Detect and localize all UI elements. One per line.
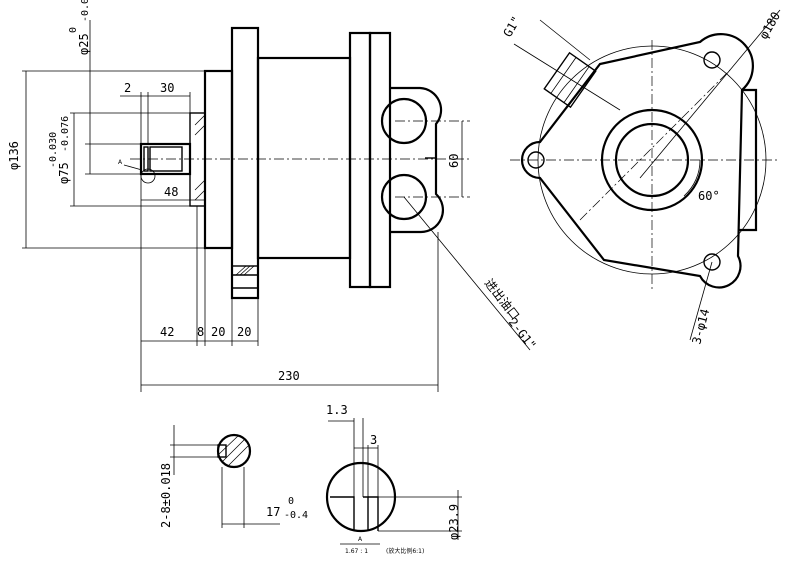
flange-thread: G1" [500,14,523,40]
section-mark: A [118,159,123,166]
port-boss [390,86,444,234]
side-view: A φ136 φ75 -0.030 -0.076 φ25 0 -0.013 2 … [7,0,539,392]
dim-d136: φ136 [7,141,21,170]
key-section: 2-8±0.018 17 0 -0.4 [159,425,308,528]
front-boss-inner [614,122,690,198]
groove-3: 3 [370,433,377,447]
angle-60: 60° [698,189,720,203]
detail-note: (放大比例6:1) [386,547,424,555]
dim-len-42: 42 [160,325,174,339]
dim-d25-tol-lower: -0.013 [80,0,91,22]
flange-side [738,88,758,232]
key-depth-tol-upper: 0 [288,496,294,507]
detail-scale: 1.67 : 1 [345,548,368,555]
front-pilot [203,69,234,250]
rear-cover-a [348,31,372,289]
dim-d180: φ180 [756,9,783,41]
dim-len-230: 230 [278,369,300,383]
groove-13: 1.3 [326,403,348,417]
dim-len-60: 60 [447,154,461,168]
key-dim: 2-8±0.018 [159,463,173,528]
dim-len-30: 30 [160,81,174,95]
dim-len-20a: 20 [211,325,225,339]
dim-d25-tol-upper: 0 [68,27,79,33]
dim-len-2: 2 [124,81,131,95]
flange-tab [231,265,259,299]
dim-d25: φ25 [77,33,91,55]
detail-mark: A [358,536,363,543]
holes-note: 3-φ14 [689,307,712,346]
dim-d75-tol-upper: -0.030 [48,132,59,168]
key-depth-tol-lower: -0.4 [284,510,308,521]
front-view: G1" φ180 60° 3-φ14 [500,9,783,345]
d-239: φ23.9 [447,504,461,540]
dim-d75: φ75 [57,162,71,184]
dim-len-48: 48 [164,185,178,199]
detail-a: 1.3 3 φ23.9 A 1.67 : 1 (放大比例6:1) [325,403,462,555]
rear-cover-b [368,31,392,289]
mount-hole-top [703,51,721,69]
mount-hole-bottom [703,253,721,271]
dim-len-20b: 20 [237,325,251,339]
dim-d75-tol-lower: -0.076 [60,116,71,152]
mounting-flange [230,26,260,300]
key-depth: 17 [266,505,280,519]
flange-outline [520,33,754,289]
port-thread: 2-G1" [506,315,539,352]
pump-body [256,56,352,260]
dim-len-8: 8 [197,325,204,339]
